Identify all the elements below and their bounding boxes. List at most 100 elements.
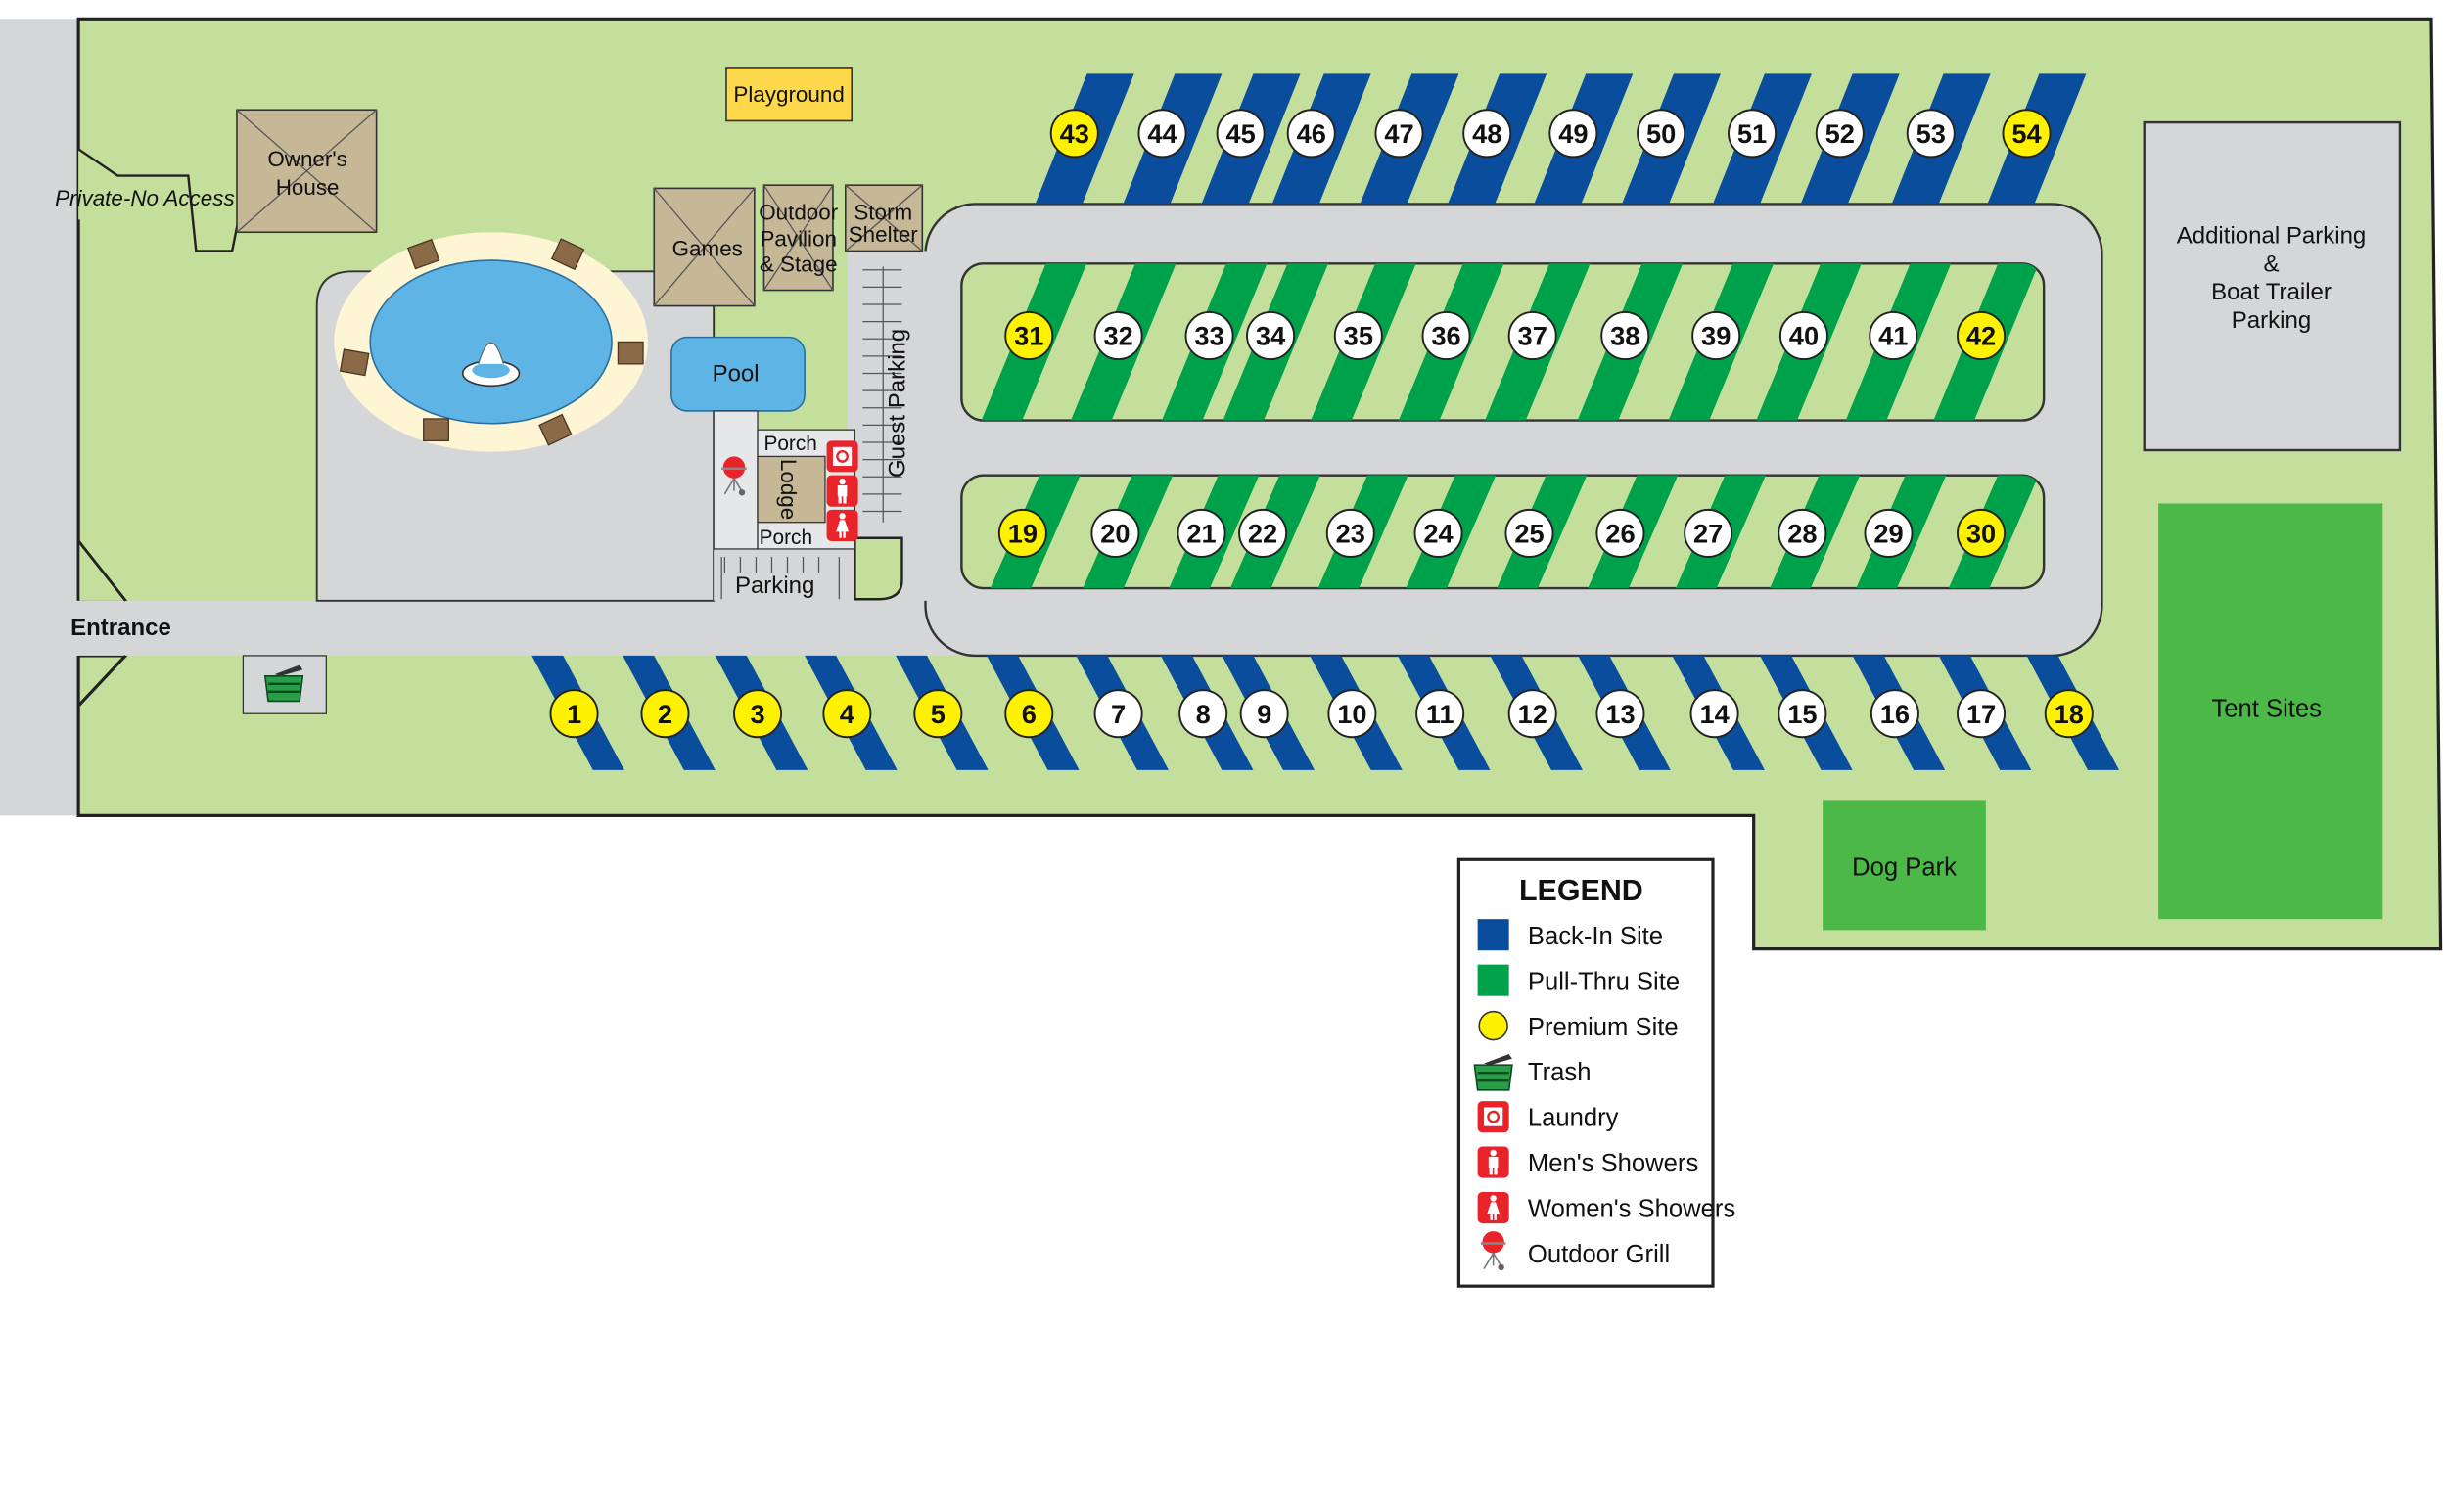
pavilion-label: Outdoor [759,200,839,224]
site-circle [1957,311,2007,361]
site-number: 22 [1248,519,1277,549]
site-28-marker[interactable]: 28 [1778,508,1827,558]
site-33-marker[interactable]: 33 [1184,311,1234,361]
site-7-marker[interactable]: 7 [1093,689,1143,739]
site-number: 40 [1789,321,1819,351]
site-38-marker[interactable]: 38 [1600,311,1650,361]
site-number: 8 [1196,699,1211,729]
site-25-marker[interactable]: 25 [1504,508,1554,558]
pavilion-label: Pavilion [760,227,837,252]
site-15-marker[interactable]: 15 [1778,689,1827,739]
guest-parking-label: Guest Parking [885,329,911,478]
site-42-marker[interactable]: 42 [1957,311,2007,361]
site-number: 26 [1605,519,1635,549]
site-number: 19 [1008,519,1038,549]
site-number: 38 [1610,321,1639,351]
site-number: 31 [1014,321,1043,351]
site-circle [1815,109,1865,159]
site-40-marker[interactable]: 40 [1778,311,1828,361]
site-21-marker[interactable]: 21 [1177,508,1226,558]
site-circle [1421,311,1471,361]
site-circle [1462,109,1512,159]
site-number: 33 [1194,321,1224,351]
storm-shelter: Storm Shelter [844,184,924,252]
site-18-marker[interactable]: 18 [2044,689,2094,739]
site-46-marker[interactable]: 46 [1286,109,1336,159]
site-24-marker[interactable]: 24 [1413,508,1463,558]
site-20-marker[interactable]: 20 [1090,508,1140,558]
additional-parking-label: Boat Trailer [2211,279,2332,305]
site-39-marker[interactable]: 39 [1691,311,1741,361]
site-circle [997,508,1047,558]
site-circle [1595,508,1645,558]
parking-label: Parking [735,573,814,599]
tent-sites-label: Tent Sites [2211,695,2322,722]
site-number: 6 [1022,699,1037,729]
owners-house-label: House [276,175,340,200]
site-37-marker[interactable]: 37 [1507,311,1557,361]
site-number: 27 [1693,519,1723,549]
site-45-marker[interactable]: 45 [1216,109,1266,159]
site-13-marker[interactable]: 13 [1595,689,1645,739]
site-circle [1093,689,1143,739]
site-9-marker[interactable]: 9 [1239,689,1289,739]
site-49-marker[interactable]: 49 [1548,109,1598,159]
site-19-marker[interactable]: 19 [997,508,1047,558]
site-31-marker[interactable]: 31 [1004,311,1054,361]
site-35-marker[interactable]: 35 [1333,311,1383,361]
site-3-marker[interactable]: 3 [733,689,783,739]
legend: LEGEND Back-In Site Pull-Thru Site Premi… [1456,857,1735,1288]
site-44-marker[interactable]: 44 [1137,109,1187,159]
site-29-marker[interactable]: 29 [1864,508,1914,558]
site-41-marker[interactable]: 41 [1869,311,1918,361]
site-1-marker[interactable]: 1 [549,689,599,739]
site-32-marker[interactable]: 32 [1093,311,1143,361]
site-12-marker[interactable]: 12 [1507,689,1557,739]
site-6-marker[interactable]: 6 [1004,689,1054,739]
dog-park: Dog Park [1823,800,1986,931]
site-43-marker[interactable]: 43 [1049,109,1099,159]
site-circle [1327,689,1377,739]
site-5-marker[interactable]: 5 [913,689,963,739]
site-51-marker[interactable]: 51 [1728,109,1778,159]
site-53-marker[interactable]: 53 [1906,109,1956,159]
back-in-swatch-icon [1477,919,1509,951]
site-number: 4 [840,699,854,729]
site-34-marker[interactable]: 34 [1246,311,1296,361]
site-number: 5 [931,699,946,729]
site-48-marker[interactable]: 48 [1462,109,1512,159]
site-circle [1177,508,1226,558]
site-54-marker[interactable]: 54 [2002,109,2052,159]
site-26-marker[interactable]: 26 [1595,508,1645,558]
site-2-marker[interactable]: 2 [640,689,690,739]
site-circle [1093,311,1143,361]
site-number: 21 [1186,519,1216,549]
site-4-marker[interactable]: 4 [822,689,872,739]
site-23-marker[interactable]: 23 [1325,508,1375,558]
dog-park-label: Dog Park [1852,853,1957,881]
pool-label: Pool [713,360,760,387]
site-number: 50 [1646,118,1676,149]
site-8-marker[interactable]: 8 [1178,689,1228,739]
site-10-marker[interactable]: 10 [1327,689,1377,739]
site-circle [1548,109,1598,159]
site-30-marker[interactable]: 30 [1957,508,2007,558]
site-52-marker[interactable]: 52 [1815,109,1865,159]
site-number: 54 [2011,118,2041,149]
site-16-marker[interactable]: 16 [1870,689,1919,739]
tent-sites: Tent Sites [2158,503,2383,920]
site-14-marker[interactable]: 14 [1689,689,1739,739]
site-17-marker[interactable]: 17 [1957,689,2007,739]
site-22-marker[interactable]: 22 [1238,508,1288,558]
pool-building: Pool [670,336,806,412]
site-circle [1869,311,1918,361]
site-50-marker[interactable]: 50 [1637,109,1686,159]
site-36-marker[interactable]: 36 [1421,311,1471,361]
storm-shelter-label: Storm [854,200,912,224]
site-number: 11 [1426,699,1454,729]
site-circle [1325,508,1375,558]
site-47-marker[interactable]: 47 [1374,109,1424,159]
site-27-marker[interactable]: 27 [1684,508,1733,558]
site-number: 48 [1472,118,1501,149]
site-11-marker[interactable]: 11 [1415,689,1465,739]
